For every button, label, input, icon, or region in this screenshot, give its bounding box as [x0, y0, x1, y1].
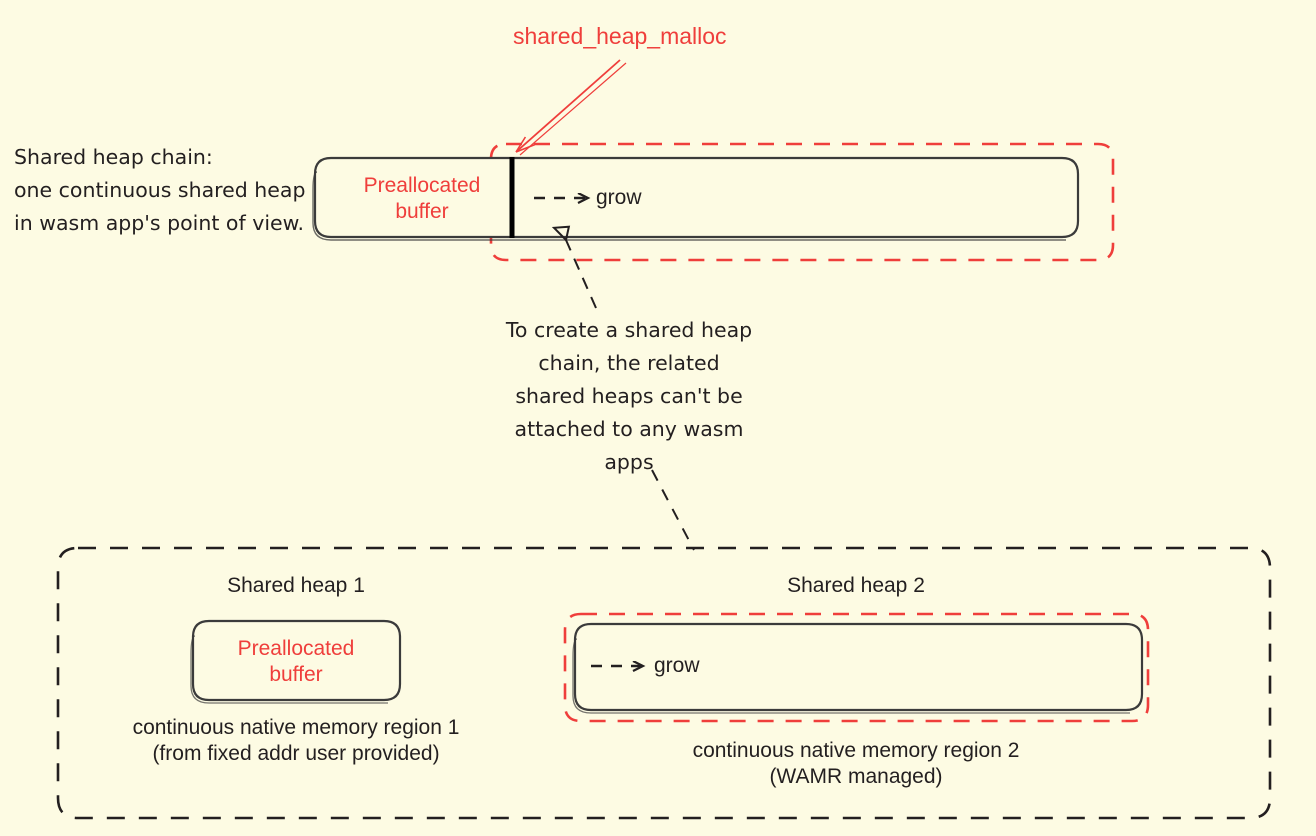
top-grow-label: grow	[596, 186, 642, 209]
top-preallocated-buffer-label: Preallocated buffer	[363, 174, 481, 223]
heap2-red-dashed-region	[563, 612, 1150, 723]
shared-heap-1-title: Shared heap 1	[227, 574, 365, 597]
heap1-preallocated-buffer-label: Preallocated buffer	[237, 637, 355, 686]
shared-heap-chain-note: Shared heap chain: one continuous shared…	[14, 145, 306, 235]
heap1-caption: continuous native memory region 1 (from …	[132, 716, 460, 765]
shared-heap-malloc-leader	[515, 59, 627, 156]
note-to-region-leader	[651, 469, 695, 551]
heap2-grow-label: grow	[654, 654, 700, 677]
shared-heap-2-title: Shared heap 2	[787, 574, 925, 597]
heap2-caption: continuous native memory region 2 (WAMR …	[692, 739, 1020, 788]
middle-note-leader	[566, 240, 597, 309]
shared-heap-malloc-label: shared_heap_malloc	[513, 23, 727, 49]
top-red-dashed-region	[489, 142, 1115, 262]
shared-heap-chain-constraint-note: To create a shared heap chain, the relat…	[505, 318, 753, 474]
